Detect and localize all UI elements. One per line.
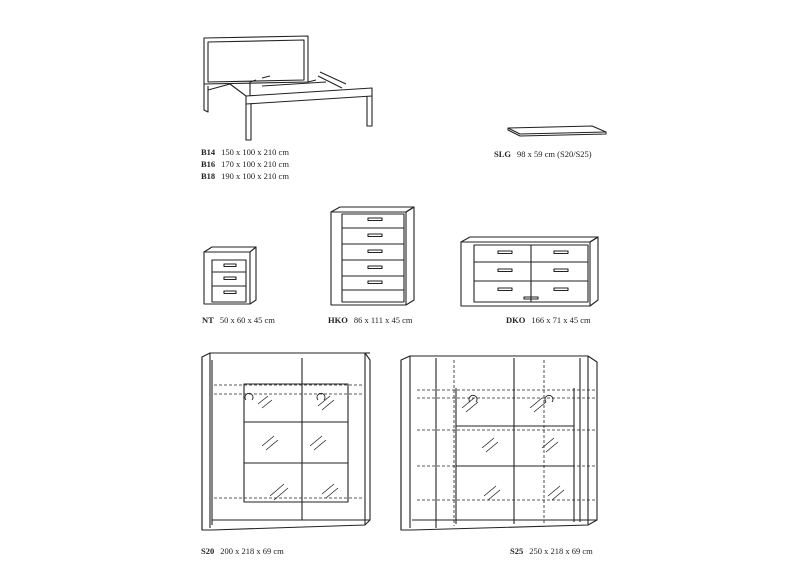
product-code: S25: [510, 546, 524, 556]
product-dimensions: 190 x 100 x 210 cm: [221, 171, 289, 181]
dko-label: DKO 166 x 71 x 45 cm: [506, 315, 591, 325]
product-code: SLG: [494, 149, 512, 159]
product-dimensions: 98 x 59 cm (S20/S25): [517, 149, 592, 159]
s20-label: S20 200 x 218 x 69 cm: [201, 546, 284, 556]
dko-drawing: [461, 237, 598, 306]
hko-drawing: [331, 207, 414, 305]
s20-drawing: [202, 353, 370, 530]
product-code: S20: [201, 546, 215, 556]
hko-label: HKO 86 x 111 x 45 cm: [328, 315, 412, 325]
product-code: HKO: [328, 315, 348, 325]
s25-drawing: [401, 356, 597, 530]
slg-drawing: [508, 126, 606, 136]
bed-b18-label: B18 190 x 100 x 210 cm: [201, 171, 289, 181]
bed-b14-label: B14 150 x 100 x 210 cm: [201, 147, 289, 157]
bed-drawing: [204, 36, 372, 140]
s25-label: S25 250 x 218 x 69 cm: [510, 546, 593, 556]
product-code: NT: [202, 315, 214, 325]
product-dimensions: 170 x 100 x 210 cm: [221, 159, 289, 169]
product-code: DKO: [506, 315, 526, 325]
slg-label: SLG 98 x 59 cm (S20/S25): [494, 149, 592, 159]
product-code: B14: [201, 147, 216, 157]
nt-drawing: [204, 247, 256, 304]
product-code: B18: [201, 171, 216, 181]
product-dimensions: 166 x 71 x 45 cm: [531, 315, 591, 325]
product-dimensions: 50 x 60 x 45 cm: [219, 315, 275, 325]
product-dimensions: 250 x 218 x 69 cm: [529, 546, 593, 556]
bed-b16-label: B16 170 x 100 x 210 cm: [201, 159, 289, 169]
product-dimensions: 150 x 100 x 210 cm: [221, 147, 289, 157]
nt-label: NT 50 x 60 x 45 cm: [202, 315, 275, 325]
product-dimensions: 200 x 218 x 69 cm: [220, 546, 284, 556]
product-dimensions: 86 x 111 x 45 cm: [353, 315, 413, 325]
product-code: B16: [201, 159, 216, 169]
